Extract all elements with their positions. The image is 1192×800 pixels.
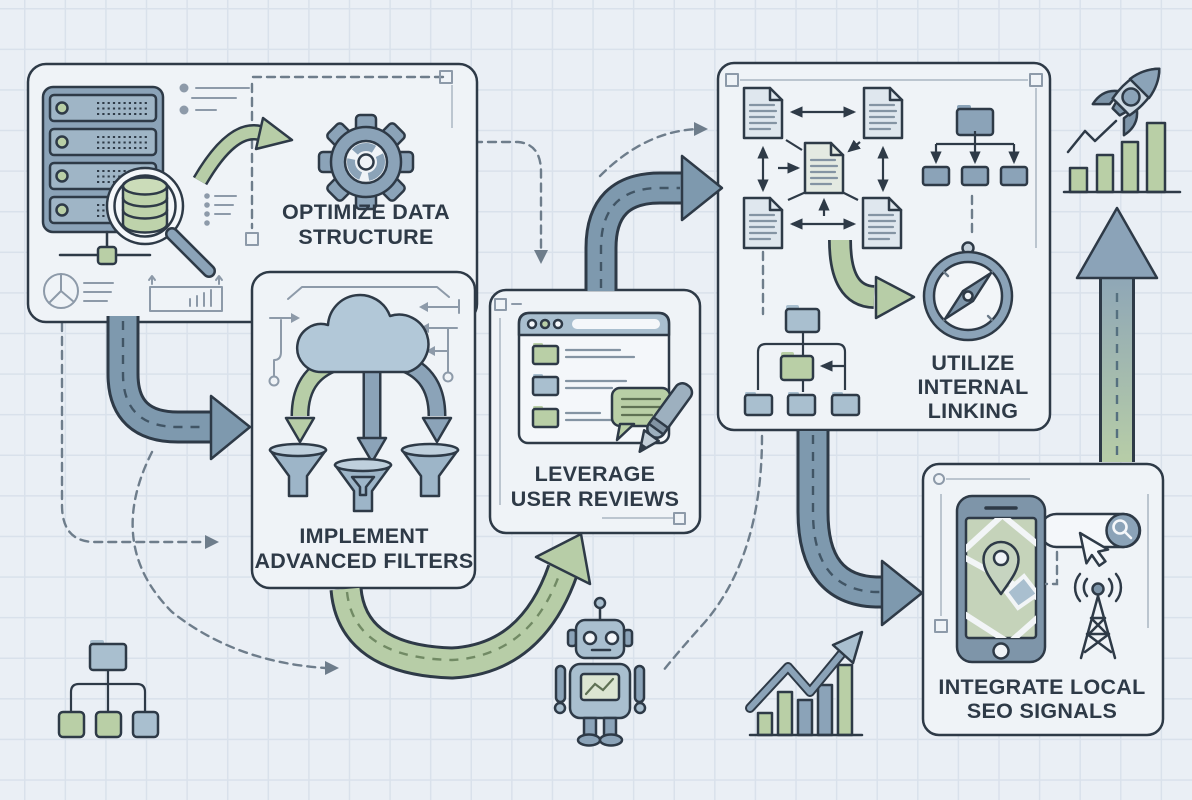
arrow-step4-to-step5 <box>796 431 924 627</box>
home-button <box>992 642 1010 660</box>
browser-window-icon <box>517 311 671 445</box>
growth-line-icon <box>1066 119 1118 154</box>
database-cylinder-icon <box>121 176 169 234</box>
step-label-line: IMPLEMENT <box>299 524 428 548</box>
sitemap-icon <box>921 105 1029 240</box>
bullet-list-icon <box>179 83 250 115</box>
checklist-icon <box>204 193 237 226</box>
pen-icon <box>638 382 694 453</box>
step-panel-leverage-user-reviews: LEVERAGE USER REVIEWS <box>488 288 702 535</box>
green-curved-arrow-icon <box>192 116 294 186</box>
step-label-line: UTILIZE <box>931 351 1014 375</box>
selection-frame-icon <box>933 473 1149 633</box>
phone-map-icon <box>955 494 1047 664</box>
location-pin-icon <box>982 540 1020 596</box>
step-label-line: INTERNAL <box>917 375 1028 399</box>
robot-eye <box>582 630 598 646</box>
window-dot-icon <box>526 318 538 330</box>
document-icon <box>803 141 845 195</box>
search-icon <box>1112 519 1133 540</box>
dashed-connector-lines <box>60 122 764 675</box>
step-panel-optimize-data-structure: OPTIMIZE DATA STRUCTURE <box>26 62 479 324</box>
window-dot-icon <box>552 318 564 330</box>
robot-eye <box>604 630 620 646</box>
cursor-icon <box>1078 531 1110 567</box>
step-label-line: SEO SIGNALS <box>967 699 1117 723</box>
document-icon <box>742 196 784 250</box>
network-node <box>96 245 118 266</box>
gear-icon <box>317 113 415 211</box>
step-label-line: LEVERAGE <box>535 462 656 486</box>
step-label-line: USER REVIEWS <box>511 487 679 511</box>
server-led <box>55 101 69 217</box>
window-dot-icon <box>539 318 551 330</box>
address-bar <box>572 319 660 329</box>
magnifier-database-icon <box>105 166 216 278</box>
arrow-step3-to-step4 <box>584 154 724 291</box>
step-panel-implement-advanced-filters: IMPLEMENT ADVANCED FILTERS <box>250 270 477 590</box>
document-icon <box>742 86 784 140</box>
selection-frame-icon <box>725 73 1043 248</box>
selection-frame-icon <box>494 298 686 525</box>
arrow-step1-to-step2 <box>106 316 252 461</box>
robot-icon <box>553 596 647 747</box>
search-bar-icon <box>1038 512 1142 549</box>
step-label-line: STRUCTURE <box>298 225 433 249</box>
step-panel-utilize-internal-linking: UTILIZE INTERNAL LINKING <box>716 61 1052 432</box>
search-button <box>1105 512 1141 549</box>
selection-frame-icon <box>245 70 453 246</box>
green-curved-arrow-icon <box>828 239 916 320</box>
growth-bar-chart-icon <box>1062 121 1182 194</box>
circuit-lines-icon <box>268 286 460 387</box>
step-label-line: INTEGRATE LOCAL <box>938 675 1145 699</box>
document-network-icon <box>742 86 904 316</box>
trend-arrow-chart-icon <box>745 630 864 737</box>
arrow-step2-to-step3 <box>329 532 592 680</box>
step-panel-integrate-local-seo-signals: INTEGRATE LOCAL SEO SIGNALS <box>921 462 1165 737</box>
radio-tower-icon <box>1073 572 1123 660</box>
map-tiles <box>966 518 1036 638</box>
document-icon <box>862 86 904 140</box>
document-icon <box>861 196 903 250</box>
progress-widget-icon <box>148 275 223 312</box>
step-label-line: OPTIMIZE DATA <box>282 200 450 224</box>
cloud-icon <box>295 293 430 374</box>
pie-chart-icon <box>43 273 114 309</box>
folder-hierarchy-icon <box>57 640 160 739</box>
folder-list-icon <box>531 343 636 429</box>
funnel-icon <box>268 442 460 513</box>
rocket-icon <box>1091 67 1161 137</box>
step-label-line: LINKING <box>928 399 1018 423</box>
step-label-line: ADVANCED FILTERS <box>254 549 473 573</box>
signal-waves-icon <box>1073 572 1123 603</box>
compass-icon <box>922 241 1014 342</box>
folder-tree-icon <box>743 305 861 417</box>
arrow-step5-to-growth <box>1075 206 1159 462</box>
